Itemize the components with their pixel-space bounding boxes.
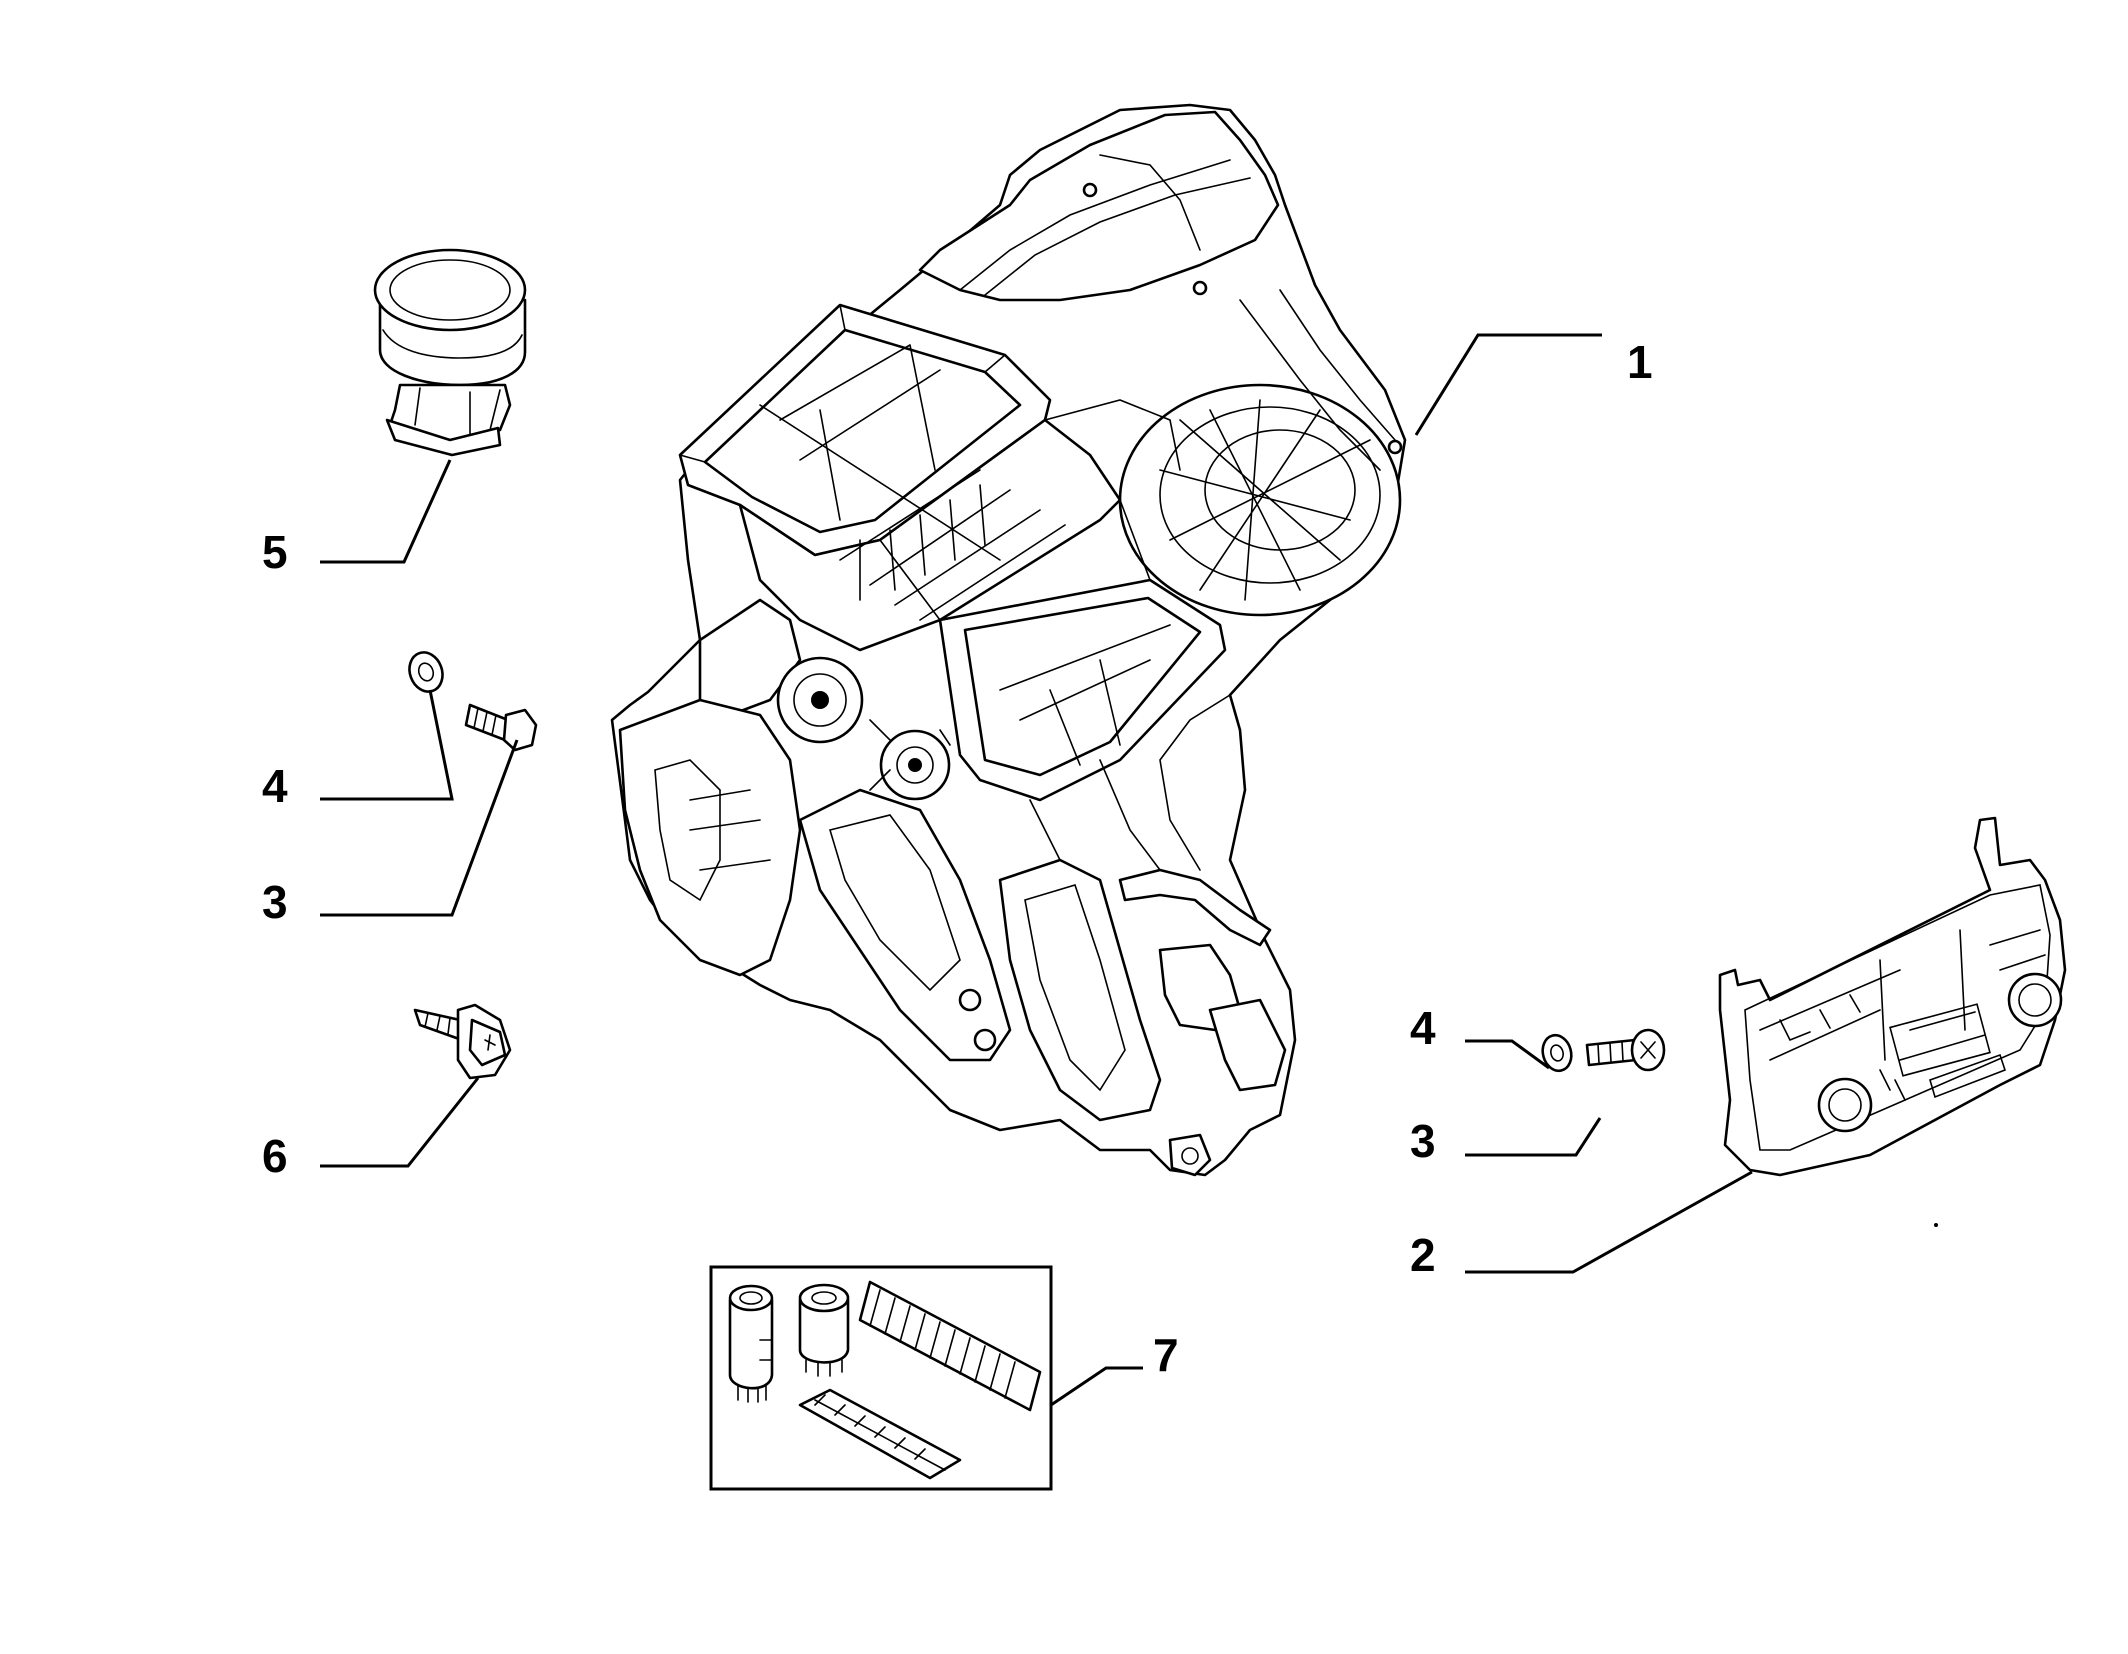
leader-line-2	[1465, 1170, 1753, 1274]
callout-5: 5	[262, 526, 288, 578]
bolt-part-left	[464, 703, 538, 752]
callout-3-right: 3	[1410, 1115, 1436, 1167]
leader-line-7	[1050, 1366, 1143, 1407]
callout-7: 7	[1153, 1329, 1179, 1381]
leader-line-1	[1414, 333, 1602, 436]
leader-lines	[320, 333, 1753, 1407]
leader-line-3a	[320, 739, 519, 917]
callout-4-left: 4	[262, 760, 288, 812]
leader-line-6	[320, 1077, 480, 1168]
callout-labels: 1 2 3 3 4 4 5 6 7	[262, 336, 1653, 1381]
callout-1: 1	[1627, 336, 1653, 388]
hvac-housing-unit	[610, 103, 1407, 1177]
leader-line-5	[320, 459, 452, 564]
climate-control-panel-part	[1718, 816, 2067, 1177]
leader-line-4a	[320, 689, 454, 801]
screw-part	[413, 1003, 512, 1080]
blower-motor-part	[373, 248, 527, 457]
callout-6: 6	[262, 1130, 288, 1182]
leader-line-4b	[1465, 1039, 1550, 1070]
washer-part-right	[1541, 1033, 1573, 1073]
callout-2: 2	[1410, 1229, 1436, 1281]
callout-4-right: 4	[1410, 1002, 1436, 1054]
leader-line-3b	[1465, 1117, 1602, 1157]
callout-3-left: 3	[262, 876, 288, 928]
filter-kit-part	[709, 1265, 1053, 1491]
bolt-part-right	[1585, 1028, 1666, 1072]
stray-dot	[1934, 1223, 1938, 1227]
washer-part-left	[408, 651, 444, 693]
